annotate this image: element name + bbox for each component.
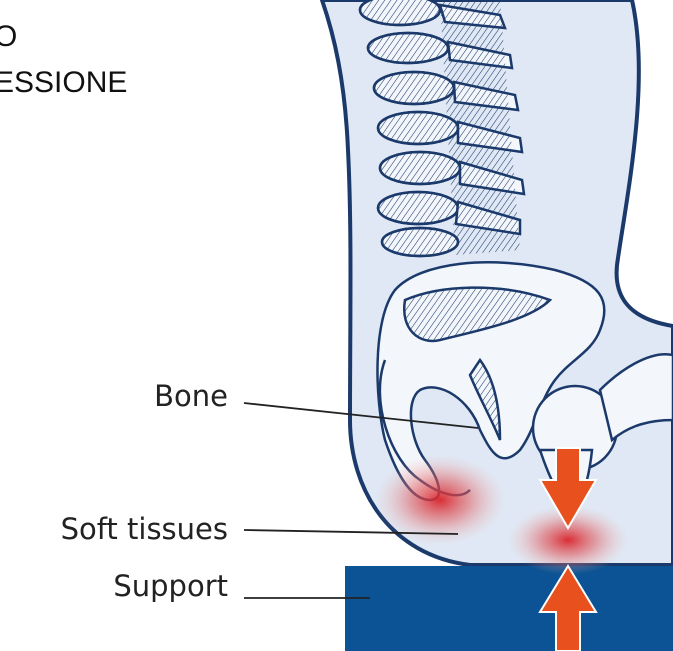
support-block <box>345 566 673 651</box>
pressure-zone-sacral <box>375 455 505 545</box>
soft-tissues-label: Soft tissues <box>61 515 228 544</box>
support-label: Support <box>113 572 228 601</box>
bone-label: Bone <box>154 382 228 411</box>
